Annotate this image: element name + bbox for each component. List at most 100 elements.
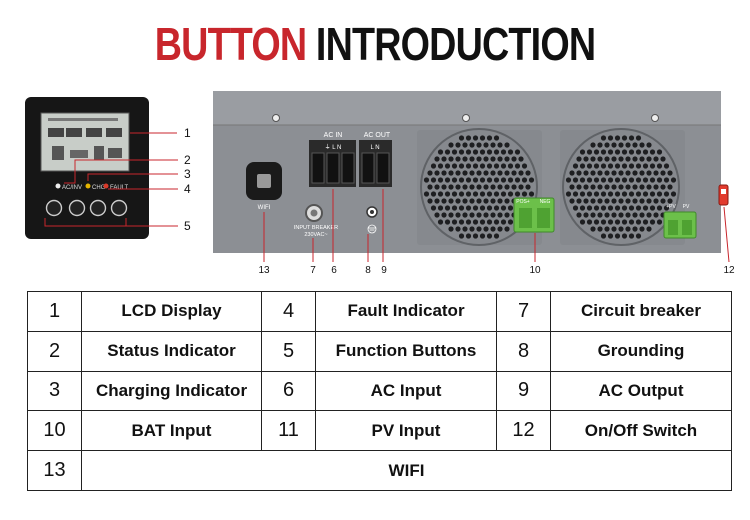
fan-grille-hole (583, 170, 589, 176)
fan-grille-hole (590, 142, 596, 148)
fan-grille-hole (465, 177, 472, 183)
wifi-port[interactable]: WIFI (246, 162, 282, 211)
fan-grille-hole (500, 205, 507, 211)
fan-grille-hole (476, 212, 482, 218)
fan-grille-hole (479, 149, 486, 155)
fan-grille-hole (635, 205, 642, 211)
fan-grille-hole (656, 219, 663, 225)
fan-grille-hole (497, 184, 503, 190)
function-button-1[interactable] (45, 199, 63, 217)
front-callout-numbers: 1 2 3 4 5 (184, 126, 191, 233)
legend-label: AC Output (550, 370, 732, 412)
callout-7: 7 (310, 265, 316, 276)
fan-grille-hole (479, 177, 486, 183)
fan-grille-hole (614, 219, 621, 225)
legend-label: WIFI (81, 450, 732, 491)
fan-grille-hole (507, 177, 514, 183)
bat-neg-label: NEG (540, 199, 551, 205)
callout-3: 3 (184, 167, 191, 181)
fan-grille-hole (462, 184, 468, 190)
fan-grille-hole (600, 205, 607, 211)
fan-grille-hole (604, 198, 610, 204)
fan-grille-hole (479, 219, 486, 225)
fan-grille-hole (667, 170, 673, 176)
table-row: 13 WIFI (27, 450, 732, 491)
fan-grille-hole (621, 205, 628, 211)
fan-grille-hole (653, 184, 659, 190)
callout-13: 13 (258, 265, 270, 276)
chg-label: CHG (92, 185, 106, 191)
fan-grille-hole (593, 177, 600, 183)
fan-grille-hole (437, 205, 444, 211)
fan-grille-hole (632, 226, 638, 232)
fan-grille-hole (635, 191, 642, 197)
fan-grille-hole (458, 233, 465, 239)
fan-grille-hole (483, 156, 489, 162)
fan-grille-hole (625, 198, 631, 204)
fan-grille-hole (569, 184, 575, 190)
ac-output-terminal[interactable]: L N (359, 140, 392, 187)
fan-grille-hole (490, 142, 496, 148)
fan-grille-hole (618, 226, 624, 232)
fan-grille-hole (604, 212, 610, 218)
fan-grille-hole (507, 219, 514, 225)
function-button-2[interactable] (68, 199, 86, 217)
fan-grille-hole (448, 226, 454, 232)
fan-grille-hole (639, 142, 645, 148)
on-off-switch[interactable] (718, 184, 729, 206)
front-panel: AC/INV CHG FAULT (25, 97, 149, 239)
fan-grille-hole (611, 198, 617, 204)
fan-grille-hole (600, 219, 607, 225)
rear-callout-numbers: 13 7 6 8 9 10 12 (258, 265, 735, 276)
fan-grille-hole (521, 177, 528, 183)
fan-grille-hole (500, 219, 507, 225)
fan-grille-hole (455, 170, 461, 176)
fan-grille-hole (465, 149, 472, 155)
fan-grille-hole (469, 170, 475, 176)
fan-grille-hole (458, 191, 465, 197)
fan-grille-hole (493, 233, 500, 239)
fan-grille-hole (642, 163, 649, 169)
fan-grille-hole (469, 212, 475, 218)
fan-grille-hole (586, 219, 593, 225)
fan-grille-hole (472, 205, 479, 211)
function-button-3[interactable] (89, 199, 107, 217)
fan-grille-hole (618, 212, 624, 218)
legend-number: 2 (27, 330, 82, 372)
fan-grille-hole (597, 198, 603, 204)
fan-grille-hole (504, 156, 510, 162)
fan-grille-hole (476, 170, 482, 176)
fan-grille-hole (611, 226, 617, 232)
pv-input-terminal[interactable]: +PV PV (663, 204, 697, 239)
fan-grille-hole (663, 163, 670, 169)
table-row: 2 Status Indicator 5 Function Buttons 8 … (27, 330, 732, 372)
fan-grille-hole (458, 163, 465, 169)
fan-grille-hole (434, 198, 440, 204)
function-button-4[interactable] (110, 199, 128, 217)
cooling-fan-2 (560, 128, 685, 246)
circuit-breaker[interactable]: INPUT BREAKER 230VAC~ (294, 204, 338, 238)
callout-8: 8 (365, 265, 371, 276)
legend-label: BAT Input (81, 410, 262, 452)
title-part-1: BUTTON (154, 18, 307, 70)
fan-grille-hole (448, 212, 454, 218)
fan-grille-hole (656, 177, 663, 183)
fan-grille-hole (497, 156, 503, 162)
fan-grille-hole (511, 156, 517, 162)
fan-grille-hole (572, 205, 579, 211)
fan-grille-hole (579, 177, 586, 183)
fan-grille-hole (597, 142, 603, 148)
bat-input-terminal[interactable]: POS+ NEG (513, 197, 555, 233)
fan-grille-hole (458, 219, 465, 225)
fan-grille-hole (511, 184, 517, 190)
ac-input-terminal[interactable]: ⏚ L N (309, 140, 356, 187)
fan-grille-hole (607, 135, 614, 141)
fan-grille-hole (472, 135, 479, 141)
fan-grille-hole (525, 184, 531, 190)
fan-grille-hole (525, 170, 531, 176)
fan-grille-hole (465, 135, 472, 141)
grounding-terminal[interactable] (366, 206, 378, 234)
fan-grille-hole (649, 219, 656, 225)
fan-grille-hole (635, 233, 642, 239)
fan-grille-hole (667, 184, 673, 190)
